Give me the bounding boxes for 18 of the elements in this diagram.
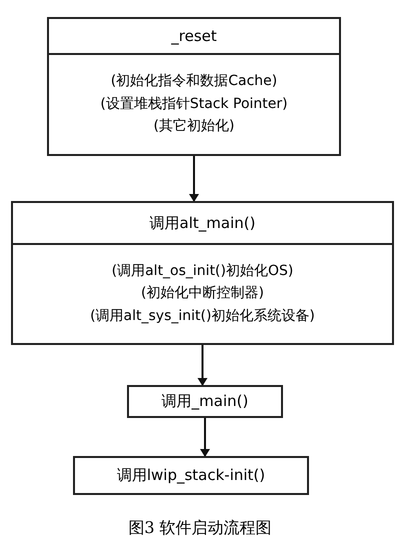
process-box <box>11 201 394 345</box>
step-heading: _reset <box>171 26 217 47</box>
step-note: (其它初始化) <box>154 118 234 136</box>
step-note: (调用alt_os_init()初始化OS) <box>112 262 294 280</box>
step-note: (初始化指令和数据Cache) <box>110 73 278 91</box>
arrow <box>198 345 208 386</box>
step-heading: 调用alt_main() <box>150 212 256 234</box>
arrow <box>189 156 199 202</box>
step-note: (初始化中断控制器) <box>141 285 264 303</box>
arrow <box>200 418 210 457</box>
process-box <box>73 456 309 495</box>
process-box <box>127 385 283 418</box>
step-label: 调用_main() <box>162 391 248 412</box>
step-note: (调用alt_sys_init()初始化系统设备) <box>90 308 315 326</box>
process-box <box>47 17 341 156</box>
step-label: 调用lwip_stack-init() <box>116 465 266 486</box>
step-note: (设置堆栈指针Stack Pointer) <box>100 96 288 114</box>
figure-caption: 图3 软件启动流程图 <box>128 517 272 539</box>
